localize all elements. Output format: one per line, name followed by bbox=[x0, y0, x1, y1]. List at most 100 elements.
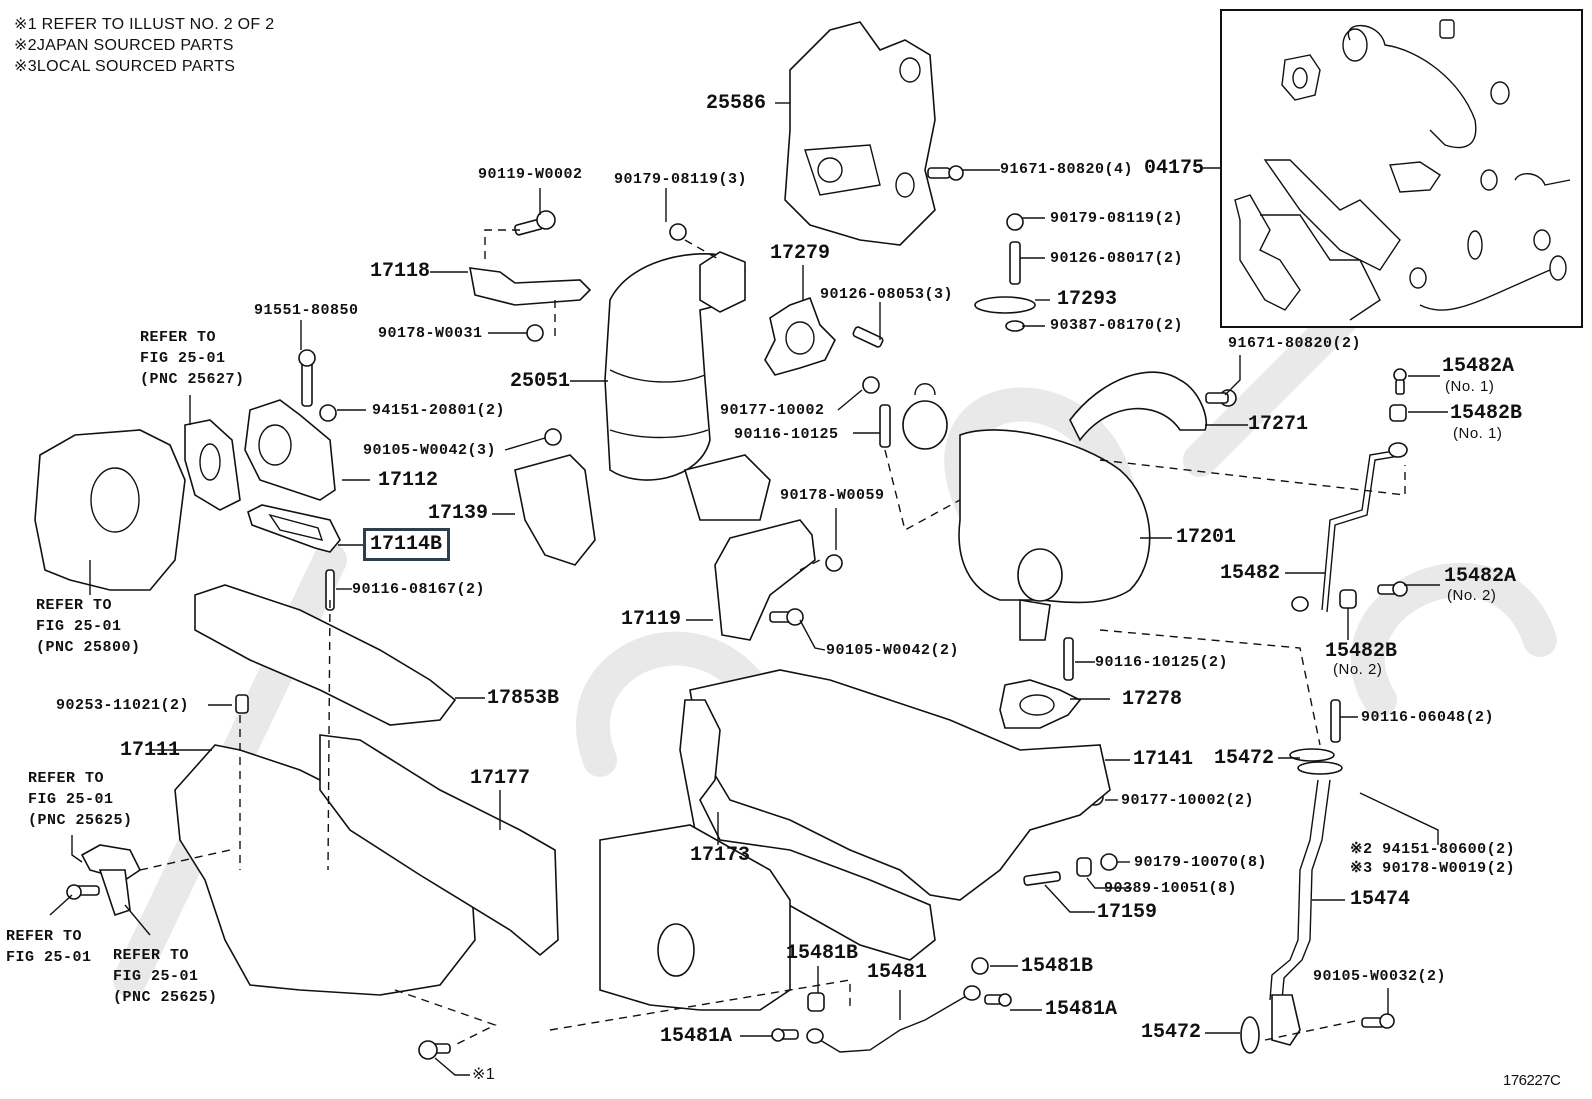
callout-90178-w0031[interactable]: 90178-W0031 bbox=[378, 325, 483, 342]
callout-17271[interactable]: 17271 bbox=[1248, 413, 1309, 436]
callout-90253-11021-2[interactable]: 90253-11021(2) bbox=[56, 697, 190, 714]
refer-pnc-25625-b[interactable]: REFER TO FIG 25-01 (PNC 25625) bbox=[113, 947, 218, 1006]
callout-17111[interactable]: 17111 bbox=[120, 739, 181, 762]
refer-pnc-25625-a[interactable]: REFER TO FIG 25-01 (PNC 25625) bbox=[28, 770, 133, 829]
callout-94151-20801-2[interactable]: 94151-20801(2) bbox=[372, 402, 506, 419]
part-17278-drawing bbox=[999, 679, 1082, 729]
callout-90179-08119-2[interactable]: 90179-08119(2) bbox=[1050, 210, 1184, 227]
callout-17278[interactable]: 17278 bbox=[1122, 688, 1183, 711]
callout-90116-08167-2[interactable]: 90116-08167(2) bbox=[352, 581, 486, 598]
part-17139-drawing bbox=[514, 454, 596, 566]
part-17853b-drawing bbox=[194, 584, 457, 726]
callout-15482a-no2[interactable]: 15482A bbox=[1444, 565, 1517, 588]
kit-inset-box bbox=[1220, 9, 1583, 328]
callout-90105-w0032-2[interactable]: 90105-W0032(2) bbox=[1313, 968, 1447, 985]
callout-17118[interactable]: 17118 bbox=[370, 260, 431, 283]
callout-17141[interactable]: 17141 bbox=[1133, 748, 1194, 771]
part-17177-drawing bbox=[319, 734, 559, 957]
note-text: LOCAL SOURCED PARTS bbox=[36, 58, 236, 75]
callout-15472-bottom[interactable]: 15472 bbox=[1141, 1021, 1202, 1044]
part-17141-drawing bbox=[689, 669, 1111, 901]
callout-90119-w0002[interactable]: 90119-W0002 bbox=[478, 166, 583, 183]
refer-pnc-25800[interactable]: REFER TO FIG 25-01 (PNC 25800) bbox=[36, 597, 141, 656]
callout-15481a-left[interactable]: 15481A bbox=[660, 1025, 733, 1048]
callout-25586[interactable]: 25586 bbox=[706, 92, 767, 115]
callout-illust-ref[interactable]: ※1 bbox=[472, 1066, 495, 1083]
part-15482-drawing bbox=[1321, 449, 1406, 613]
callout-15482a-no1[interactable]: 15482A bbox=[1442, 355, 1515, 378]
note-text: REFER TO ILLUST NO. 2 OF 2 bbox=[41, 16, 275, 33]
part-17114b-drawing bbox=[247, 504, 341, 553]
callout-90126-08053-3[interactable]: 90126-08053(3) bbox=[820, 286, 954, 303]
engine-block-drawing bbox=[599, 824, 791, 1011]
callout-91671-80820-4[interactable]: 91671-80820(4) bbox=[1000, 161, 1134, 178]
note-1: ※1 REFER TO ILLUST NO. 2 OF 2 bbox=[14, 14, 274, 35]
callout-90177-10002[interactable]: 90177-10002 bbox=[720, 402, 825, 419]
note-3: ※3LOCAL SOURCED PARTS bbox=[14, 56, 235, 77]
callout-90177-10002-2[interactable]: 90177-10002(2) bbox=[1121, 792, 1255, 809]
callout-90116-10125-2[interactable]: 90116-10125(2) bbox=[1095, 654, 1229, 671]
callout-17201[interactable]: 17201 bbox=[1176, 526, 1237, 549]
qualifier-15482a-no2: (No. 2) bbox=[1447, 587, 1497, 604]
callout-90179-08119-3[interactable]: 90179-08119(3) bbox=[614, 171, 748, 188]
part-17118-drawing bbox=[469, 267, 592, 306]
callout-17112[interactable]: 17112 bbox=[378, 469, 439, 492]
highlight-box-17114b bbox=[363, 528, 450, 561]
refer-fig-25-01[interactable]: REFER TO FIG 25-01 bbox=[6, 928, 92, 966]
leader-lines bbox=[49, 102, 1448, 1076]
callout-90389-10051-8[interactable]: 90389-10051(8) bbox=[1104, 880, 1238, 897]
part-17119-drawing bbox=[714, 519, 816, 641]
note-mark: ※1 bbox=[14, 16, 37, 33]
refer-pnc-25627[interactable]: REFER TO FIG 25-01 (PNC 25627) bbox=[140, 329, 245, 388]
qualifier-15482b-no2: (No. 2) bbox=[1333, 661, 1383, 678]
callout-15481[interactable]: 15481 bbox=[867, 961, 928, 984]
callout-17177[interactable]: 17177 bbox=[470, 767, 531, 790]
callout-90387-08170-2[interactable]: 90387-08170(2) bbox=[1050, 317, 1184, 334]
callout-17119[interactable]: 17119 bbox=[621, 608, 682, 631]
callout-90105-w0042-3[interactable]: 90105-W0042(3) bbox=[363, 442, 497, 459]
callout-91551-80850[interactable]: 91551-80850 bbox=[254, 302, 359, 319]
callout-04175[interactable]: 04175 bbox=[1144, 157, 1205, 180]
note-mark: ※3 bbox=[14, 58, 37, 75]
part-25586-drawing bbox=[784, 21, 936, 246]
callout-94151-80600-2[interactable]: ※2 94151-80600(2) bbox=[1350, 841, 1516, 858]
callout-91671-80820-2[interactable]: 91671-80820(2) bbox=[1228, 335, 1362, 352]
part-17271-drawing bbox=[1069, 371, 1207, 442]
callout-17853b[interactable]: 17853B bbox=[487, 687, 560, 710]
callout-17293[interactable]: 17293 bbox=[1057, 288, 1118, 311]
callout-90116-10125[interactable]: 90116-10125 bbox=[734, 426, 839, 443]
callout-15482b-no2[interactable]: 15482B bbox=[1325, 640, 1398, 663]
callout-17279[interactable]: 17279 bbox=[770, 242, 831, 265]
callout-25051[interactable]: 25051 bbox=[510, 370, 571, 393]
part-15474-drawing bbox=[1269, 779, 1331, 1001]
qualifier-15482a-no1: (No. 1) bbox=[1445, 378, 1495, 395]
callout-17173[interactable]: 17173 bbox=[690, 844, 751, 867]
callout-90178-w0059[interactable]: 90178-W0059 bbox=[780, 487, 885, 504]
part-17111-drawing bbox=[174, 744, 476, 996]
callout-90116-06048-2[interactable]: 90116-06048(2) bbox=[1361, 709, 1495, 726]
callout-90179-10070-8[interactable]: 90179-10070(8) bbox=[1134, 854, 1268, 871]
callout-90126-08017-2[interactable]: 90126-08017(2) bbox=[1050, 250, 1184, 267]
callout-15482b-no1[interactable]: 15482B bbox=[1450, 402, 1523, 425]
callout-17159[interactable]: 17159 bbox=[1097, 901, 1158, 924]
callout-15472-top[interactable]: 15472 bbox=[1214, 747, 1275, 770]
callout-17114b[interactable]: 17114B bbox=[370, 533, 443, 556]
figure-number: 176227C bbox=[1503, 1072, 1561, 1089]
part-15481-drawing bbox=[819, 994, 969, 1053]
part-25051-drawing bbox=[604, 253, 746, 481]
callout-90178-w0019-2[interactable]: ※3 90178-W0019(2) bbox=[1350, 860, 1516, 877]
callout-90105-w0042-2[interactable]: 90105-W0042(2) bbox=[826, 642, 960, 659]
callout-15474[interactable]: 15474 bbox=[1350, 888, 1411, 911]
callout-15481a-right[interactable]: 15481A bbox=[1045, 998, 1118, 1021]
note-text: JAPAN SOURCED PARTS bbox=[36, 37, 234, 54]
callout-15482[interactable]: 15482 bbox=[1220, 562, 1281, 585]
callout-15481b-right[interactable]: 15481B bbox=[1021, 955, 1094, 978]
part-17279-drawing bbox=[764, 296, 836, 376]
egr-valve-drawing bbox=[34, 429, 186, 591]
callout-17139[interactable]: 17139 bbox=[428, 502, 489, 525]
qualifier-15482b-no1: (No. 1) bbox=[1453, 425, 1503, 442]
part-17201-drawing bbox=[958, 429, 1151, 604]
callout-15481b-left[interactable]: 15481B bbox=[786, 942, 859, 965]
